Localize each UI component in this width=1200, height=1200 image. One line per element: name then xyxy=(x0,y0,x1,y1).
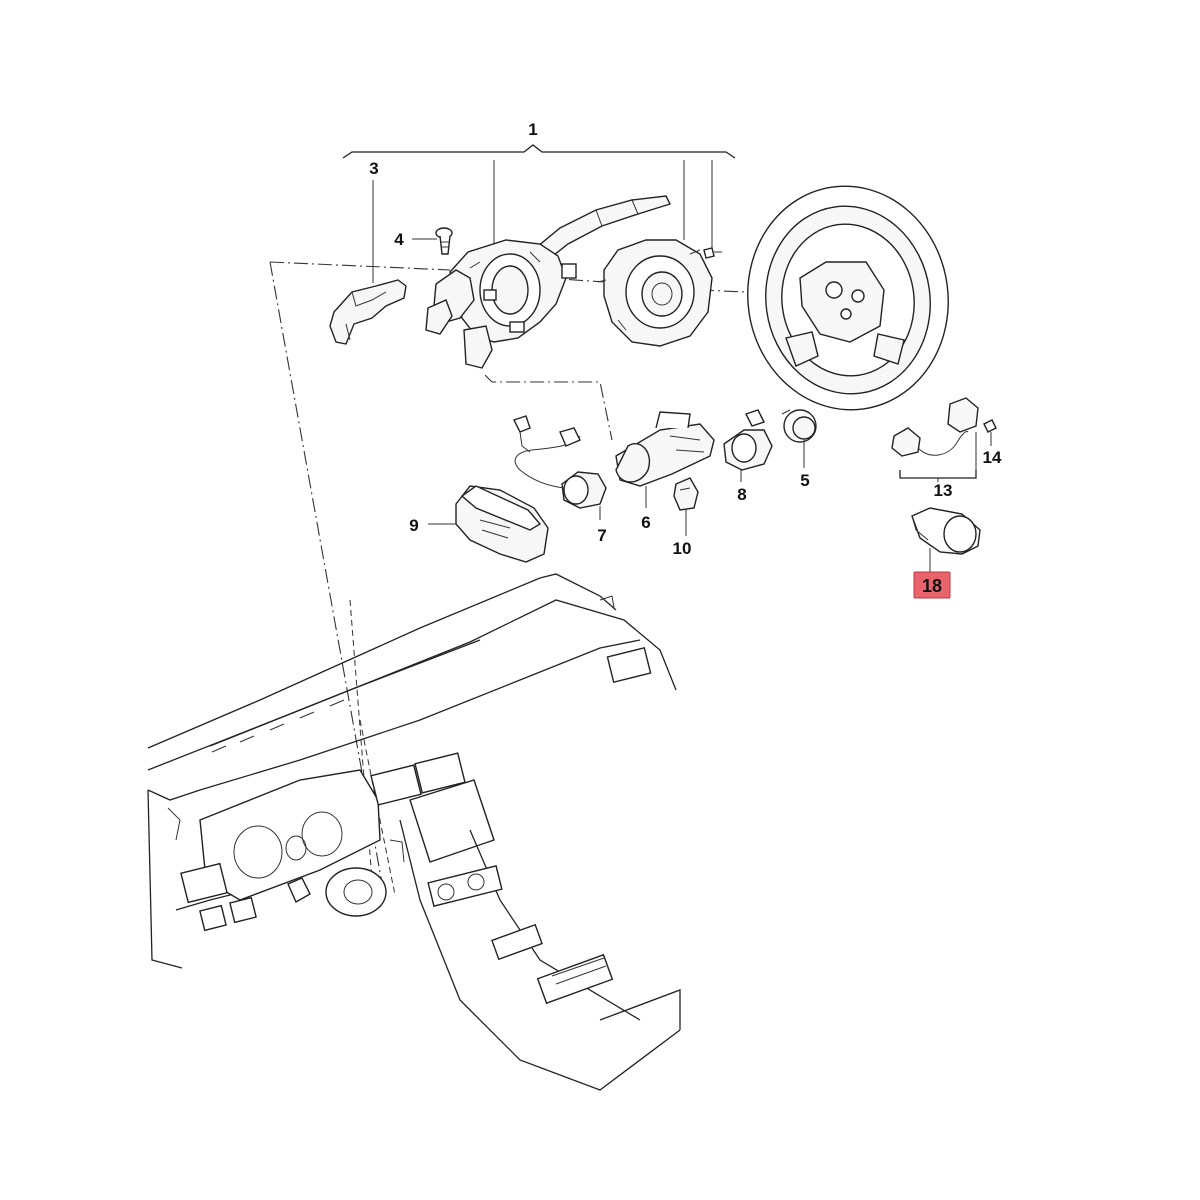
callout-10: 10 xyxy=(673,539,692,558)
part-1-screw xyxy=(703,247,722,259)
callout-labels: 1 3 4 5 6 7 8 9 10 13 14 xyxy=(369,120,1002,558)
part-8-ignition-cylinder xyxy=(723,409,773,482)
callout-13: 13 xyxy=(934,481,953,500)
callout-8: 8 xyxy=(737,485,746,504)
callout-9: 9 xyxy=(409,516,418,535)
part-14-screw xyxy=(983,419,997,446)
part-3-bracket xyxy=(329,180,407,345)
callout-5: 5 xyxy=(800,471,809,490)
part-18-bulb xyxy=(911,507,981,572)
callout-18-highlight[interactable]: 18 xyxy=(913,571,951,599)
callout-18[interactable]: 18 xyxy=(922,576,942,596)
callout-14: 14 xyxy=(983,448,1002,467)
part-5-cap-ring xyxy=(781,409,817,468)
callout-1: 1 xyxy=(528,120,537,139)
part-9-switch-module xyxy=(428,485,549,563)
steering-wheel xyxy=(747,185,949,411)
part-10-clip xyxy=(673,477,699,536)
group-1-bracket xyxy=(342,144,736,250)
part-13-button-harness xyxy=(891,397,979,482)
part-1-clock-spring xyxy=(597,239,713,347)
callout-18-box[interactable] xyxy=(913,571,951,599)
callout-7: 7 xyxy=(597,526,606,545)
dashboard-outline xyxy=(147,573,681,1091)
callout-4: 4 xyxy=(394,230,404,249)
part-6-lock-housing xyxy=(615,411,715,508)
callout-6: 6 xyxy=(641,513,650,532)
callout-3: 3 xyxy=(369,159,378,178)
part-7-lock-cylinder xyxy=(513,415,607,520)
part-4-screw xyxy=(412,227,453,255)
part-1-combination-switch xyxy=(425,195,671,369)
